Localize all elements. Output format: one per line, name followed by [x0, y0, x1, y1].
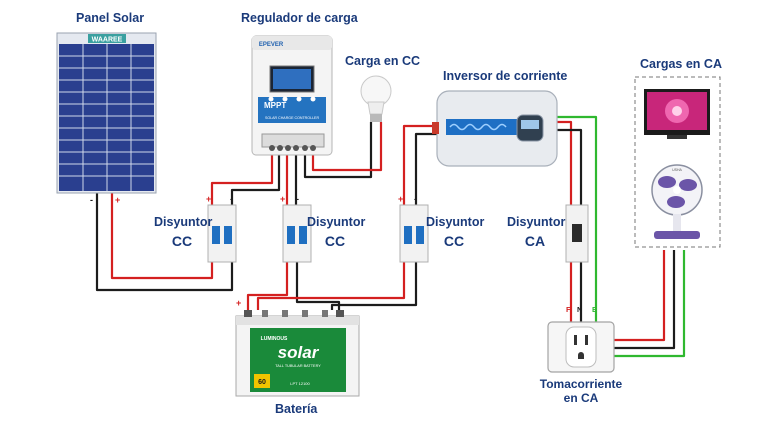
breaker-2: [282, 204, 312, 263]
plus-mark-breaker3: +: [398, 194, 403, 204]
terminal-n: N: [577, 305, 582, 314]
label-battery: Batería: [275, 402, 318, 416]
terminal-letters: F N E: [566, 305, 597, 314]
label-dc-load: Carga en CC: [345, 54, 421, 68]
wire-panel-negative: [95, 193, 234, 292]
wire-inverter-ac-green: [557, 115, 598, 322]
inverter: [432, 90, 558, 167]
fan-brand-text: USHA: [672, 168, 682, 172]
regulator-mppt-text: MPPT: [264, 101, 286, 110]
wire-breaker2-to-battery-black: [295, 262, 341, 310]
ac-loads-box: USHA: [634, 76, 721, 248]
minus-mark-breaker1: -: [230, 194, 233, 204]
battery-capacity-text: 60: [258, 379, 266, 386]
wire-panel-positive: [110, 193, 214, 280]
wire-regulator-to-dcload-black: [303, 122, 373, 179]
wire-regulator-to-dcload-red: [311, 122, 383, 172]
regulator-brand-text: EPEVER: [259, 42, 284, 48]
battery: LUMINOUS solar TALL TUBULAR BATTERY 60 L…: [235, 310, 360, 397]
wire-outlet-to-loads-red: [614, 250, 666, 342]
fan-icon: USHA: [651, 164, 703, 239]
wires: [95, 115, 686, 358]
label-breaker4-title: Disyuntor: [507, 215, 566, 229]
tv-icon: [644, 89, 710, 139]
breaker-3: [399, 204, 429, 263]
wire-outlet-to-loads-black: [614, 250, 676, 350]
charge-regulator: EPEVER MPPT SOLAR CHARGE CONTROLLER: [251, 35, 333, 156]
battery-part-text: LPT 12100: [290, 381, 310, 386]
label-inverter: Inversor de corriente: [443, 69, 568, 83]
label-breaker4-type: CA: [524, 233, 546, 249]
wire-battery-to-breaker3-black: [330, 262, 418, 310]
wire-outlet-to-loads-green: [614, 250, 686, 358]
ac-outlet: [547, 321, 615, 373]
wire-inverter-ac-red: [557, 120, 573, 205]
wire-breaker1-to-regulator-black: [230, 155, 281, 205]
polarity-marks: + - + - + - + - +: [90, 194, 417, 308]
minus-mark-breaker3: -: [414, 194, 417, 204]
label-outlet-line2: en CA: [563, 391, 599, 405]
label-outlet-line1: Tomacorriente: [539, 377, 623, 391]
battery-sub-text: TALL TUBULAR BATTERY: [275, 364, 321, 368]
minus-mark-breaker2: -: [296, 194, 299, 204]
breaker-4: [565, 204, 589, 263]
wire-battery-to-breaker3-red: [256, 262, 406, 310]
panel-brand-text: WAAREE: [92, 37, 123, 44]
battery-brand-text: LUMINOUS: [261, 336, 288, 342]
plus-mark-breaker2: +: [280, 194, 285, 204]
plus-mark-panel: +: [115, 195, 120, 205]
wire-breaker3-to-inverter-black: [414, 132, 437, 205]
battery-model-text: solar: [278, 343, 320, 362]
label-breaker3-type: CC: [443, 233, 465, 249]
label-breaker1-type: CC: [171, 233, 193, 249]
dc-load-bulb: [360, 75, 392, 122]
wire-breaker2-to-battery-red: [246, 262, 289, 310]
plus-mark-breaker1: +: [206, 194, 211, 204]
label-breaker2-title: Disyuntor: [307, 215, 366, 229]
label-breaker2-type: CC: [324, 233, 346, 249]
terminal-e: E: [592, 305, 597, 314]
label-breaker3-title: Disyuntor: [426, 215, 485, 229]
terminal-f: F: [566, 305, 571, 314]
wire-breaker3-to-inverter-red: [402, 124, 437, 205]
regulator-sub-text: SOLAR CHARGE CONTROLLER: [265, 116, 320, 120]
breaker-1: [207, 204, 237, 263]
solar-panel: WAAREE: [56, 32, 157, 194]
wire-breaker1-to-regulator-red: [210, 155, 274, 205]
minus-mark-panel: -: [90, 195, 93, 205]
label-ac-loads: Cargas en CA: [640, 57, 722, 71]
wire-inverter-ac-black: [557, 128, 583, 205]
label-panel-solar: Panel Solar: [76, 11, 145, 25]
label-breaker1-title: Disyuntor: [154, 215, 213, 229]
plus-mark-battery: +: [236, 298, 241, 308]
label-regulator: Regulador de carga: [241, 11, 358, 25]
